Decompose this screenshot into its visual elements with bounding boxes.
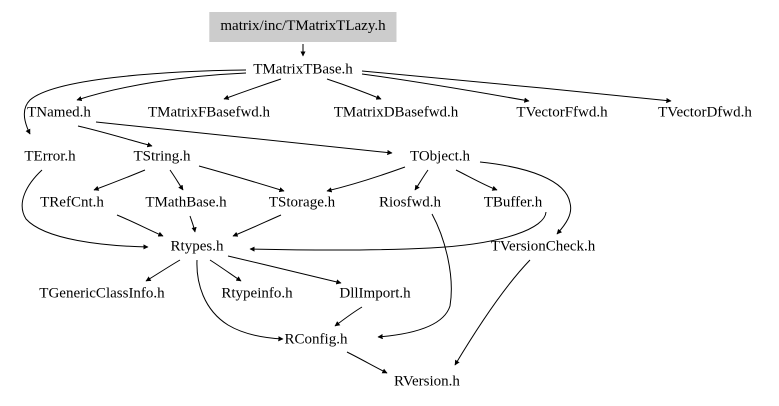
node-tnamed[interactable]: TNamed.h (27, 104, 91, 121)
node-rtypes[interactable]: Rtypes.h (170, 238, 224, 255)
node-tstorage[interactable]: TStorage.h (268, 194, 336, 211)
node-terror[interactable]: TError.h (24, 148, 76, 165)
edge-rtypes-to-dllimport (227, 255, 342, 285)
edge-riosfwd-to-rconfig (377, 213, 452, 340)
edge-tmatrixtbase-to-tmatrixdbasefwd (326, 78, 382, 100)
edge-rtypes-to-rtypeinfo (209, 259, 242, 282)
edge-tmathbase-to-rtypes (189, 215, 197, 233)
node-tobject[interactable]: TObject.h (409, 148, 471, 165)
node-rconfig[interactable]: RConfig.h (284, 331, 348, 348)
edge-tmatrixtbase-to-tnamed (76, 72, 247, 102)
node-tversioncheck[interactable]: TVersionCheck.h (490, 238, 596, 255)
node-trefcnt[interactable]: TRefCnt.h (40, 194, 104, 211)
edge-tstring-to-tmathbase (169, 169, 184, 191)
edge-tobject-to-tstorage (326, 166, 406, 193)
edge-tstring-to-trefcnt (93, 169, 146, 191)
node-tmatrixtbase[interactable]: TMatrixTBase.h (253, 61, 353, 78)
node-dllimport[interactable]: DllImport.h (339, 285, 411, 302)
node-rtypeinfo[interactable]: Rtypeinfo.h (221, 285, 293, 302)
node-tvectordfwd[interactable]: TVectorDfwd.h (658, 104, 752, 121)
node-root[interactable]: matrix/inc/TMatrixTLazy.h (209, 12, 397, 42)
node-riosfwd[interactable]: Riosfwd.h (378, 194, 442, 211)
node-tstring[interactable]: TString.h (133, 148, 191, 165)
edge-dllimport-to-rconfig (334, 306, 363, 327)
edge-tobject-to-tbuffer (455, 169, 498, 191)
node-tbuffer[interactable]: TBuffer.h (483, 194, 543, 211)
edge-trefcnt-to-rtypes (116, 214, 164, 237)
edge-rconfig-to-rversion (346, 351, 388, 374)
node-tgenericclassinfo[interactable]: TGenericClassInfo.h (39, 285, 165, 302)
edge-tstorage-to-rtypes (232, 214, 282, 237)
edge-tstring-to-tstorage (198, 165, 285, 193)
node-tmathbase[interactable]: TMathBase.h (145, 194, 227, 211)
edge-rtypes-to-tgenericclassinfo (145, 259, 181, 282)
node-rversion[interactable]: RVersion.h (394, 373, 460, 390)
edge-tmatrixtbase-to-terror (23, 69, 247, 135)
node-tmatrixdbasefwd[interactable]: TMatrixDBasefwd.h (333, 104, 459, 121)
edge-tobject-to-riosfwd (414, 169, 429, 191)
node-tmatrixfbasefwd[interactable]: TMatrixFBasefwd.h (147, 104, 271, 121)
edge-tmatrixtbase-to-tvectorffwd (361, 73, 530, 103)
edge-tversioncheck-to-rversion (454, 259, 531, 366)
node-tvectorffwd[interactable]: TVectorFfwd.h (516, 104, 608, 121)
edge-tmatrixtbase-to-tmatrixfbasefwd (223, 78, 282, 100)
edge-tmatrixtbase-to-tvectordfwd (361, 70, 672, 104)
edge-tnamed-to-tstring (77, 125, 153, 148)
